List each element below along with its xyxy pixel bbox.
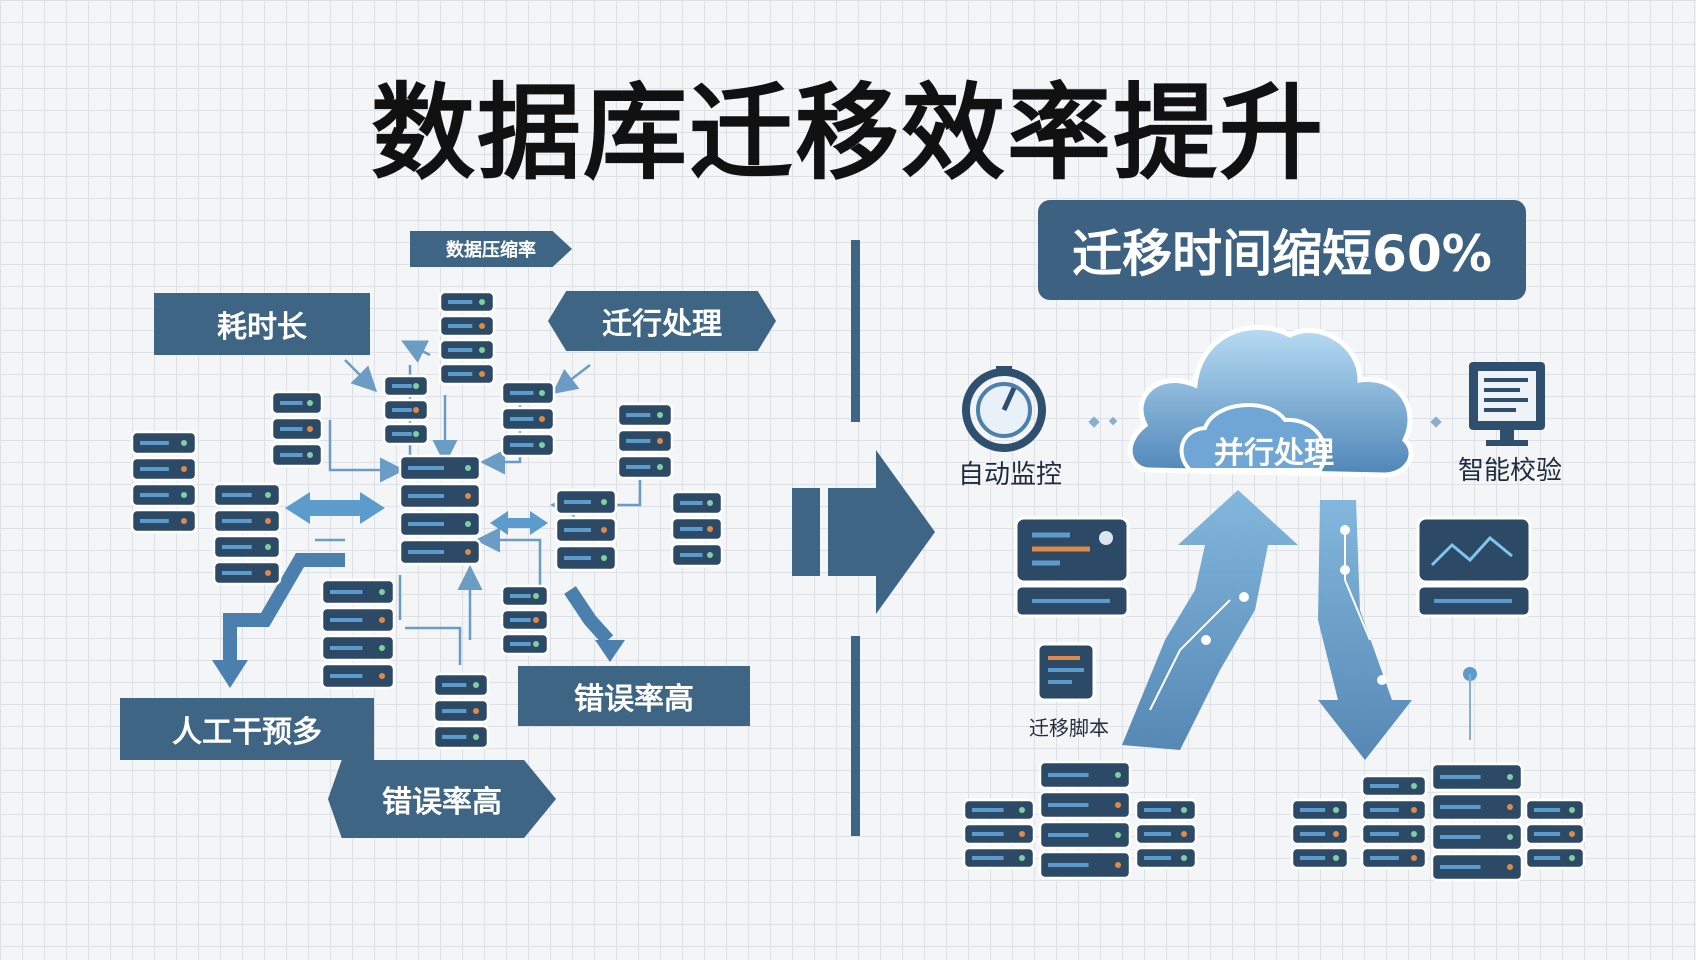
arrowhead-right [595,640,625,662]
server-rack [432,672,490,750]
server-rack [130,430,198,534]
server-rack [1038,760,1132,880]
transition-arrow [792,450,935,614]
server-rack [320,578,396,690]
server-rack [1430,762,1524,882]
flow-arrows [1122,490,1412,760]
cloud-label: 并行处理 [1214,436,1334,471]
server-rack [616,402,674,480]
tag-time: 耗时长 [154,293,370,355]
server-rack [500,584,550,656]
tag-proc: 迁行处理 [548,291,776,351]
decor-dots [1088,416,1477,740]
server-rack [382,374,430,446]
chart-panel-icon [1416,516,1532,618]
gauge-icon [962,366,1046,452]
code-panel-icon [1014,516,1130,618]
server-rack [438,290,496,386]
server-rack [398,454,482,566]
server-group [130,290,1586,882]
page-title: 数据库迁移效率提升 [370,72,1325,194]
curved-arrows [223,553,614,665]
server-rack [1134,798,1198,870]
server-rack [554,488,618,572]
double-arrows [285,492,548,535]
server-rack [500,380,556,458]
server-rack [962,798,1036,870]
script-icon [1036,642,1096,702]
cloud-icon [1127,324,1414,478]
server-rack [1524,798,1586,870]
server-rack [670,490,724,568]
verify-caption: 智能校验 [1457,456,1562,486]
document-icon [1469,362,1545,446]
server-rack [270,390,324,468]
tag-compress: 数据压缩率 [410,231,572,267]
result-badge: 迁移时间缩短60% [1038,200,1526,300]
arrowhead-left [212,660,248,688]
tag-err1: 错误率高 [518,666,750,726]
monitor-caption: 自动监控 [957,460,1062,490]
script-caption: 迁移脚本 [1029,716,1109,740]
server-rack [1290,798,1350,870]
tag-manual: 人工干预多 [120,698,374,760]
divider [851,240,860,836]
server-rack [1360,774,1428,870]
server-rack [212,482,282,586]
tag-err2: 错误率高 [328,760,556,838]
